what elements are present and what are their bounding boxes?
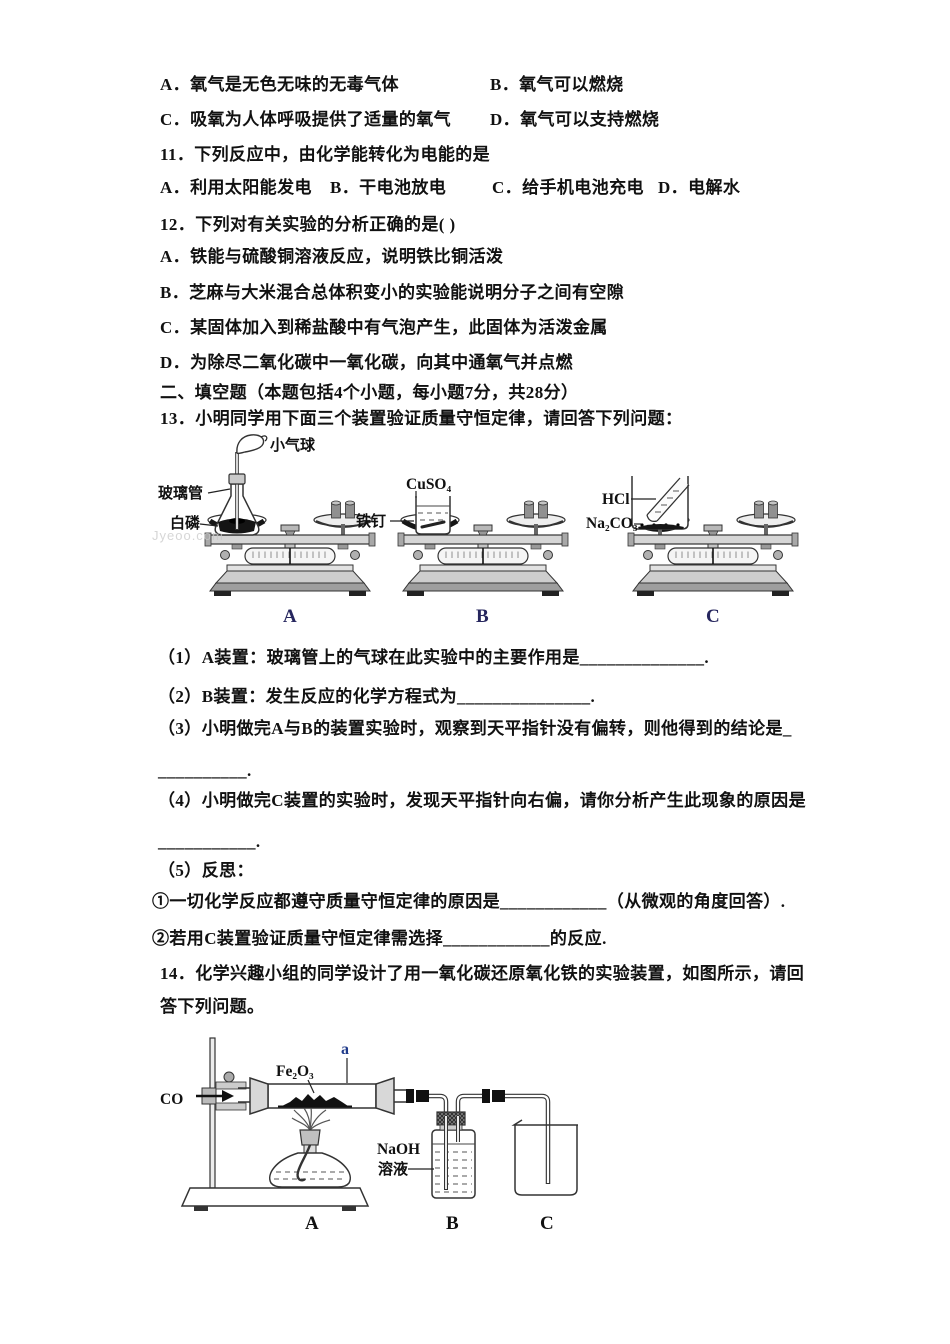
- na2co3-label: Na₂CO₃: [586, 515, 638, 532]
- iron-stand: [180, 1037, 370, 1211]
- q13-sub3: （3）小明做完A与B的装置实验时，观察到天平指针没有偏转，则他得到的结论是_: [158, 719, 792, 738]
- q14-stem-line1: 14．化学兴趣小组的同学设计了用一氧化碳还原氧化铁的实验装置，如图所示，请回: [160, 964, 805, 983]
- fe2o3-powder: [282, 1094, 348, 1106]
- q11-option-b: B．干电池放电: [330, 178, 447, 197]
- q10-option-b: B．氧气可以燃烧: [490, 75, 624, 94]
- q12-option-b: B．芝麻与大米混合总体积变小的实验能说明分子之间有空隙: [160, 283, 625, 302]
- q14-stem-line2: 答下列问题。: [160, 997, 265, 1016]
- q11-option-c: C．给手机电池充电: [492, 178, 644, 197]
- solution-label: 溶液: [378, 1160, 409, 1178]
- point-a-label: a: [341, 1041, 349, 1058]
- fe2o3-label: Fe₂O₃: [276, 1063, 314, 1080]
- q10-option-a: A．氧气是无色无味的无毒气体: [160, 75, 399, 94]
- q10-option-c: C．吸氧为人体呼吸提供了适量的氧气: [160, 110, 452, 129]
- reaction-tube: Fe₂O₃ a: [249, 1041, 406, 1116]
- balloon-label: 小气球: [270, 436, 316, 454]
- q13-sub4-blank: ___________.: [158, 832, 261, 851]
- hcl-label: HCl: [602, 491, 630, 508]
- white-phosphorus-label: 白磷: [170, 514, 201, 532]
- alcohol-lamp: [269, 1107, 351, 1188]
- apparatus-b-letter: B: [476, 606, 489, 627]
- section2-title: 二、填空题（本题包括4个小题，每小题7分，共28分）: [160, 383, 579, 402]
- q14-diagram: CO Fe₂O₃ a: [160, 1037, 578, 1234]
- gas-washing-bottle: NaOH 溶液: [377, 1111, 476, 1199]
- q12-option-c: C．某固体加入到稀盐酸中有气泡产生，此固体为活泼金属: [160, 318, 608, 337]
- q11-option-a: A．利用太阳能发电: [160, 178, 312, 197]
- beaker-hcl-na2co3: HCl Na₂CO₃: [586, 476, 690, 532]
- co-inlet: CO: [160, 1087, 251, 1108]
- q13-stem: 13．小明同学用下面三个装置验证质量守恒定律，请回答下列问题：: [160, 409, 683, 428]
- q12-option-a: A．铁能与硫酸铜溶液反应，说明铁比铜活泼: [160, 247, 504, 266]
- q13-diagram: 小气球 玻璃管 白磷 CuSO₄ 铁钉: [158, 434, 830, 627]
- flask-with-balloon: 小气球 玻璃管 白磷: [158, 434, 316, 536]
- q12-stem: 12．下列对有关实验的分析正确的是( ): [160, 215, 456, 234]
- cuso4-label: CuSO₄: [406, 476, 451, 493]
- beaker-cuso4: CuSO₄ 铁钉: [356, 476, 451, 535]
- q10-option-d: D．氧气可以支持燃烧: [490, 110, 660, 129]
- q13-sub3-blank: __________.: [158, 761, 252, 780]
- q13-sub1: （1）A装置：玻璃管上的气球在此实验中的主要作用是______________.: [158, 648, 710, 667]
- watermark: Jyeoo.com: [152, 528, 224, 543]
- naoh-label: NaOH: [377, 1141, 420, 1158]
- q13-sub5-1: ①一切化学反应都遵守质量守恒定律的原因是____________（从微观的角度回…: [152, 892, 786, 911]
- connecting-tubes: [406, 1089, 551, 1190]
- collection-beaker: [511, 1119, 578, 1196]
- q11-stem: 11．下列反应中，由化学能转化为电能的是: [160, 145, 491, 164]
- q12-option-d: D．为除尽二氧化碳中一氧化碳，向其中通氧气并点燃: [160, 353, 573, 372]
- q13-sub4: （4）小明做完C装置的实验时，发现天平指针向右偏，请你分析产生此现象的原因是: [158, 791, 806, 810]
- apparatus-a-letter: A: [283, 606, 297, 627]
- balloon: [236, 434, 265, 455]
- setup-b-letter: B: [446, 1213, 459, 1234]
- q13-sub5: （5）反思：: [158, 861, 254, 880]
- q13-sub2: （2）B装置：发生反应的化学方程式为_______________.: [158, 687, 596, 706]
- q13-sub5-2: ②若用C装置验证质量守恒定律需选择____________的反应.: [152, 929, 607, 948]
- setup-a-letter: A: [305, 1213, 319, 1234]
- glass-tube-label: 玻璃管: [158, 484, 203, 502]
- co-label: CO: [160, 1091, 183, 1108]
- setup-c-letter: C: [540, 1213, 554, 1234]
- iron-nail-label: 铁钉: [356, 512, 386, 530]
- apparatus-c-letter: C: [706, 606, 720, 627]
- q11-option-d: D．电解水: [658, 178, 741, 197]
